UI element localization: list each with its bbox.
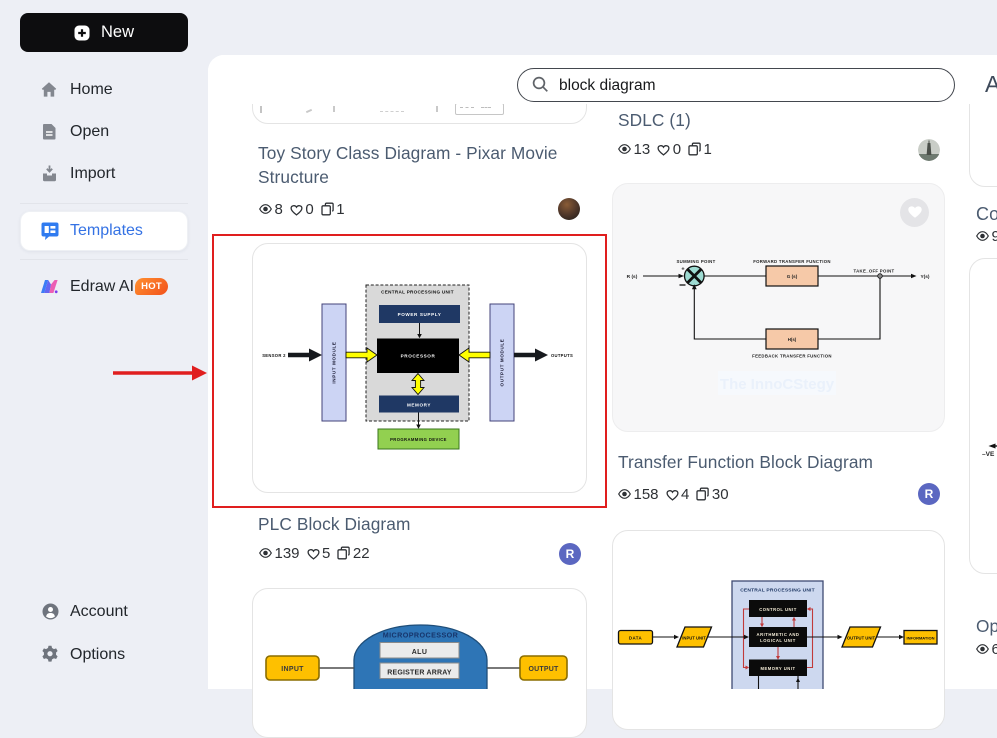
svg-text:MEMORY UNIT: MEMORY UNIT: [760, 666, 795, 671]
svg-text:DATA: DATA: [629, 636, 643, 641]
svg-text:+: +: [681, 267, 684, 273]
svg-text:G (s): G (s): [787, 274, 798, 279]
svg-text:OUTPUTS: OUTPUTS: [551, 353, 573, 358]
svg-text:REGISTER ARRAY: REGISTER ARRAY: [387, 669, 452, 676]
svg-text:Y(s): Y(s): [920, 274, 929, 280]
svg-text:MICROPROCESSOR: MICROPROCESSOR: [383, 631, 459, 640]
svg-text:ARITHMETIC AND: ARITHMETIC AND: [757, 632, 800, 637]
svg-text:SENSOR 2: SENSOR 2: [262, 353, 286, 358]
svg-text:FEEDBACK TRANSFER FUNCTION: FEEDBACK TRANSFER FUNCTION: [752, 354, 832, 359]
svg-text:INPUT: INPUT: [281, 666, 304, 673]
svg-text:POWER SUPPLY: POWER SUPPLY: [398, 312, 442, 317]
svg-text:INPUT UNIT: INPUT UNIT: [682, 636, 706, 641]
svg-text:OUTPUT MODULE: OUTPUT MODULE: [500, 339, 505, 387]
svg-text:OUTPUT: OUTPUT: [529, 666, 560, 673]
svg-text:LOGICAL UNIT: LOGICAL UNIT: [760, 638, 796, 643]
svg-text:SUMMING POINT: SUMMING POINT: [677, 259, 716, 264]
svg-text:H(s): H(s): [788, 337, 797, 342]
svg-text:PROCESSOR: PROCESSOR: [401, 354, 436, 359]
svg-text:FORWARD TRANSFER FUNCTION: FORWARD TRANSFER FUNCTION: [753, 259, 831, 264]
svg-text:PROGRAMMING DEVICE: PROGRAMMING DEVICE: [390, 437, 447, 442]
svg-text:INFORMATION: INFORMATION: [907, 636, 935, 641]
svg-text:CENTRAL PROCESSING UNIT: CENTRAL PROCESSING UNIT: [381, 290, 454, 295]
svg-text:TAKE_OFF POINT: TAKE_OFF POINT: [854, 269, 895, 274]
svg-text:ALU: ALU: [412, 649, 428, 656]
svg-text:CONTROL UNIT: CONTROL UNIT: [759, 607, 797, 612]
svg-text:The InnoCStegy: The InnoCStegy: [720, 376, 835, 393]
svg-text:MEMORY: MEMORY: [407, 403, 431, 408]
svg-text:–VE: –VE: [982, 451, 995, 458]
svg-text:INPUT MODULE: INPUT MODULE: [332, 341, 337, 383]
svg-text:CENTRAL PROCESSING UNIT: CENTRAL PROCESSING UNIT: [740, 588, 815, 594]
svg-text:R (s): R (s): [627, 274, 638, 280]
svg-text:OUTPUT UNIT: OUTPUT UNIT: [847, 636, 876, 641]
